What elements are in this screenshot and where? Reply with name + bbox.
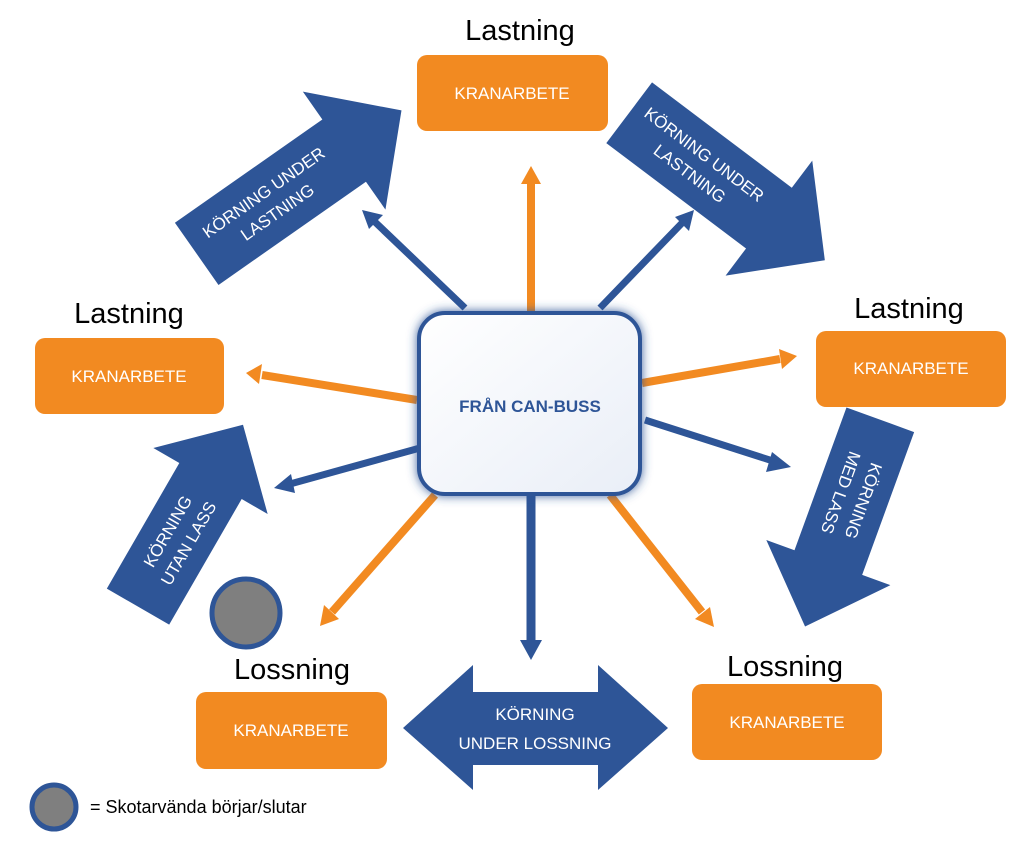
arrow-center-to-left xyxy=(246,364,418,404)
crane-work-label: KRANARBETE xyxy=(853,359,968,378)
arrow-center-to-upper-left xyxy=(362,210,468,311)
station-heading: Lossning xyxy=(727,651,843,683)
station-top: Lastning KRANARBETE xyxy=(417,15,608,131)
crane-work-label: KRANARBETE xyxy=(729,713,844,732)
crane-work-label: KRANARBETE xyxy=(71,367,186,386)
crane-work-box xyxy=(35,338,224,414)
arrow-center-to-lower-left xyxy=(274,444,421,493)
arrow-center-to-bottom xyxy=(520,496,542,660)
cycle-start-marker xyxy=(209,576,283,650)
center-label: FRÅN CAN-BUSS xyxy=(459,397,601,416)
arrow-center-to-upper-right xyxy=(597,210,694,311)
station-heading: Lastning xyxy=(465,15,575,47)
station-right: Lastning KRANARBETE xyxy=(816,293,1006,407)
station-heading: Lossning xyxy=(234,654,350,686)
center-can-bus: FRÅN CAN-BUSS xyxy=(417,311,642,496)
crane-work-label: KRANARBETE xyxy=(454,84,569,103)
flow-arrow-driving-with-load: KÖRNING MED LASS xyxy=(766,407,915,627)
station-heading: Lastning xyxy=(74,298,184,330)
arrow-center-to-right xyxy=(641,349,797,387)
legend-marker xyxy=(29,782,79,832)
arrow-center-to-down-left xyxy=(320,492,439,626)
legend-label: = Skotarvända börjar/slutar xyxy=(90,797,307,817)
crane-work-box xyxy=(816,331,1006,407)
arrow-center-to-lower-right xyxy=(643,416,791,472)
flow-arrow-driving-during-unloading: KÖRNING UNDER LOSSNING xyxy=(403,665,668,790)
flow-label-line1: KÖRNING xyxy=(495,705,574,724)
arrow-center-to-down-right xyxy=(606,492,714,627)
crane-work-box xyxy=(692,684,882,760)
station-heading: Lastning xyxy=(854,293,964,325)
station-left: Lastning KRANARBETE xyxy=(35,298,224,414)
station-bottom-right: Lossning KRANARBETE xyxy=(692,651,882,760)
crane-work-label: KRANARBETE xyxy=(233,721,348,740)
crane-work-box xyxy=(417,55,608,131)
flow-label-line2: UNDER LOSSNING xyxy=(458,734,611,753)
flow-arrow-driving-during-loading-left: KÖRNING UNDER LASTNING xyxy=(174,91,402,285)
crane-work-box xyxy=(196,692,387,769)
center-radiating-arrows xyxy=(246,166,797,660)
station-bottom-left: Lossning KRANARBETE xyxy=(196,654,387,769)
arrow-center-to-top xyxy=(521,166,541,312)
legend: = Skotarvända börjar/slutar xyxy=(29,782,307,832)
